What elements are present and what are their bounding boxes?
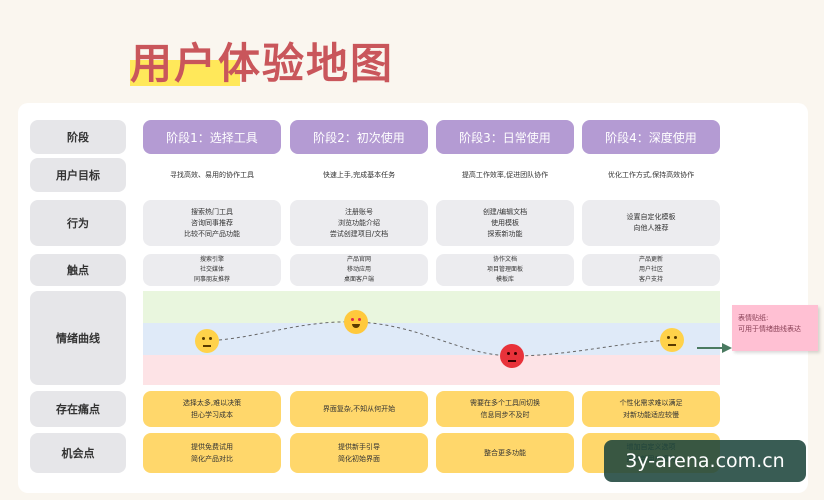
opportunity-item: 提供新手引导	[338, 443, 380, 451]
emotion-neutral-icon	[660, 328, 684, 352]
row-label-3: 触点	[30, 254, 126, 286]
pain-point-3: 需要在多个工具间切换信息同步不及时	[436, 391, 574, 427]
touchpoint-item: 同事朋友推荐	[193, 276, 230, 283]
touchpoint-4: 产品更新用户社区客户支持	[582, 254, 720, 286]
opportunity-item: 简化产品对比	[191, 455, 233, 463]
row-label-text: 阶段	[67, 131, 89, 144]
touchpoint-item: 移动应用	[346, 266, 371, 273]
row-label-text: 存在痛点	[56, 403, 100, 416]
watermark: 3y-arena.com.cn	[604, 440, 806, 482]
touchpoint-item: 社交媒体	[199, 266, 224, 273]
behavior-item: 浏览功能介绍	[338, 218, 380, 227]
behavior-item: 搜索热门工具	[191, 207, 233, 216]
touchpoint-item: 协作文档	[492, 256, 517, 263]
pain-point-item: 信息同步不及时	[480, 411, 530, 419]
touchpoint-item: 用户社区	[638, 266, 663, 273]
behavior-4: 设置自定化模板向他人推荐	[582, 200, 720, 246]
row-label-4: 情绪曲线	[30, 291, 126, 385]
row-label-2: 行为	[30, 200, 126, 246]
row-label-1: 用户目标	[30, 158, 126, 192]
row-label-text: 行为	[67, 217, 89, 230]
behavior-1: 搜索热门工具咨询同事推荐比较不同产品功能	[143, 200, 281, 246]
touchpoint-item: 产品更新	[638, 256, 663, 263]
opportunity-1: 提供免费试用简化产品对比	[143, 433, 281, 473]
touchpoint-item: 搜索引擎	[199, 256, 224, 263]
stage-title: 阶段3：日常使用	[459, 130, 551, 145]
behavior-item: 向他人推荐	[633, 224, 669, 232]
stage-title: 阶段1：选择工具	[166, 130, 258, 145]
emotion-neutral-icon	[195, 329, 219, 353]
pain-point-4: 个性化需求难以满足对新功能适应较慢	[582, 391, 720, 427]
behavior-2: 注册账号浏览功能介绍尝试创建项目/文档	[290, 200, 428, 246]
sticky-note: 表情贴纸: 可用于情绪曲线表达	[732, 305, 818, 351]
row-label-text: 情绪曲线	[56, 332, 100, 345]
behavior-item: 比较不同产品功能	[184, 229, 240, 238]
touchpoint-item: 产品官网	[346, 256, 371, 263]
opportunity-item: 提供免费试用	[191, 443, 233, 451]
emotion-curve-line	[206, 321, 673, 357]
touchpoint-2: 产品官网移动应用桌面客户端	[290, 254, 428, 286]
pain-point-item: 需要在多个工具间切换	[470, 399, 540, 407]
stage-header-1: 阶段1：选择工具	[143, 120, 281, 154]
row-label-0: 阶段	[30, 120, 126, 154]
user-goal-text: 快速上手,完成基本任务	[322, 171, 396, 179]
title-highlight	[130, 60, 240, 86]
emotion-band-positive	[143, 291, 720, 323]
user-goal-1: 寻找高效、易用的协作工具	[143, 158, 281, 192]
sticky-note-text: 可用于情绪曲线表达	[738, 325, 801, 333]
behavior-3: 创建/编辑文档使用模板探索新功能	[436, 200, 574, 246]
pain-point-2: 界面复杂,不知从何开始	[290, 391, 428, 427]
behavior-item: 设置自定化模板	[626, 213, 676, 221]
row-label-text: 触点	[67, 264, 89, 277]
emotion-band-negative	[143, 355, 720, 385]
pain-point-item: 对新功能适应较慢	[623, 411, 679, 419]
row-label-5: 存在痛点	[30, 391, 126, 427]
touchpoint-item: 模板库	[495, 276, 514, 283]
opportunity-item: 整合更多功能	[484, 449, 526, 457]
sticky-note-title: 表情贴纸:	[738, 314, 769, 322]
row-label-6: 机会点	[30, 433, 126, 473]
page-title: 用户体验地图	[130, 39, 395, 88]
title-area: 用户体验地图	[130, 30, 394, 91]
behavior-item: 使用模板	[491, 218, 519, 227]
stage-header-2: 阶段2：初次使用	[290, 120, 428, 154]
opportunity-item: 简化初始界面	[338, 455, 380, 463]
user-goal-text: 提高工作效率,促进团队协作	[461, 171, 549, 179]
touchpoint-1: 搜索引擎社交媒体同事朋友推荐	[143, 254, 281, 286]
touchpoint-3: 协作文档项目管理面板模板库	[436, 254, 574, 286]
emotion-love-icon	[344, 310, 368, 334]
stage-header-4: 阶段4：深度使用	[582, 120, 720, 154]
user-goal-4: 优化工作方式,保持高效协作	[582, 158, 720, 192]
user-goal-text: 寻找高效、易用的协作工具	[170, 171, 254, 179]
touchpoint-item: 客户支持	[638, 276, 663, 283]
behavior-item: 创建/编辑文档	[482, 207, 528, 216]
behavior-item: 咨询同事推荐	[191, 218, 233, 227]
stage-header-3: 阶段3：日常使用	[436, 120, 574, 154]
stage-title: 阶段4：深度使用	[605, 130, 697, 145]
sticky-arrow-head	[722, 343, 732, 353]
pain-point-item: 个性化需求难以满足	[619, 399, 683, 407]
stage-title: 阶段2：初次使用	[313, 130, 405, 145]
pain-point-item: 选择太多,难以决策	[182, 399, 242, 407]
touchpoint-item: 桌面客户端	[343, 276, 374, 283]
pain-point-item: 界面复杂,不知从何开始	[322, 405, 396, 413]
behavior-item: 注册账号	[345, 207, 373, 216]
row-label-text: 用户目标	[56, 169, 100, 182]
user-goal-text: 优化工作方式,保持高效协作	[607, 171, 695, 179]
touchpoint-item: 项目管理面板	[486, 266, 523, 273]
pain-point-item: 担心学习成本	[191, 411, 233, 419]
opportunity-2: 提供新手引导简化初始界面	[290, 433, 428, 473]
emotion-angry-icon	[500, 344, 524, 368]
opportunity-3: 整合更多功能	[436, 433, 574, 473]
emotion-band-neutral	[143, 323, 720, 355]
behavior-item: 探索新功能	[487, 229, 523, 238]
row-label-text: 机会点	[61, 447, 95, 460]
pain-point-1: 选择太多,难以决策担心学习成本	[143, 391, 281, 427]
user-goal-3: 提高工作效率,促进团队协作	[436, 158, 574, 192]
behavior-item: 尝试创建项目/文档	[329, 229, 389, 238]
user-goal-2: 快速上手,完成基本任务	[290, 158, 428, 192]
